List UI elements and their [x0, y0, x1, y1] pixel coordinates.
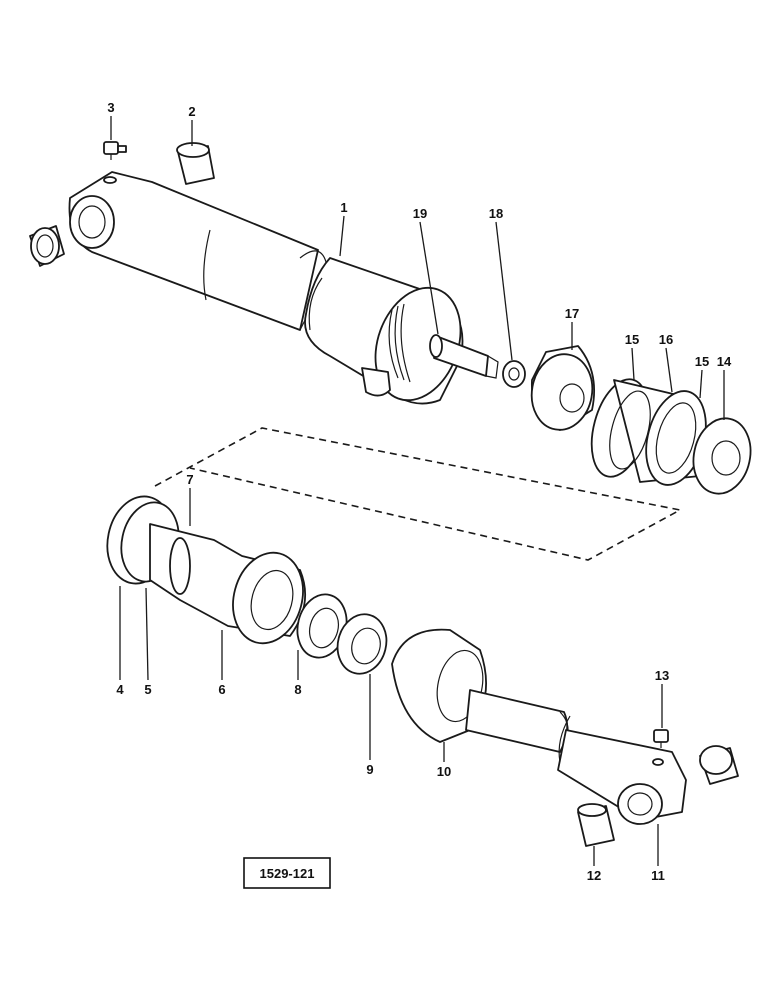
callout-7: 7 — [186, 472, 193, 487]
callout-6: 6 — [218, 682, 225, 697]
callout-labels: 3 2 1 19 18 17 15 16 15 14 7 4 5 6 8 9 1 — [107, 100, 732, 883]
piston-rod-end — [429, 334, 499, 379]
callout-1: 1 — [340, 200, 347, 215]
washer — [502, 360, 526, 388]
callout-15a: 15 — [625, 332, 639, 347]
piston — [530, 345, 595, 431]
grease-nipple-lower — [653, 729, 669, 748]
callout-18: 18 — [489, 206, 503, 221]
bushing-lower-left — [577, 803, 615, 847]
grease-nipple-upper — [103, 141, 127, 160]
callout-14: 14 — [717, 354, 732, 369]
piston-seal-pack — [590, 378, 707, 486]
callout-5: 5 — [144, 682, 151, 697]
callout-15b: 15 — [695, 354, 709, 369]
callout-11: 11 — [651, 868, 665, 883]
drawing-reference-number: 1529-121 — [260, 866, 315, 881]
callout-17: 17 — [565, 306, 579, 321]
callout-13: 13 — [655, 668, 669, 683]
callout-2: 2 — [188, 104, 195, 119]
callout-4: 4 — [116, 682, 124, 697]
bushing-upper — [176, 142, 215, 185]
rod-eye — [617, 758, 664, 825]
callout-9: 9 — [366, 762, 373, 777]
wiper-seal — [336, 613, 388, 675]
callout-12: 12 — [587, 868, 601, 883]
bushing-lower-right — [699, 745, 739, 785]
callout-19: 19 — [413, 206, 427, 221]
callout-8: 8 — [294, 682, 301, 697]
gland — [149, 523, 307, 645]
callout-10: 10 — [437, 764, 451, 779]
callout-16: 16 — [659, 332, 673, 347]
bushing-left — [29, 225, 65, 267]
end-cap — [692, 417, 752, 495]
cylinder-barrel — [68, 171, 464, 405]
callout-3: 3 — [107, 100, 114, 115]
drawing-reference: 1529-121 — [243, 857, 331, 889]
